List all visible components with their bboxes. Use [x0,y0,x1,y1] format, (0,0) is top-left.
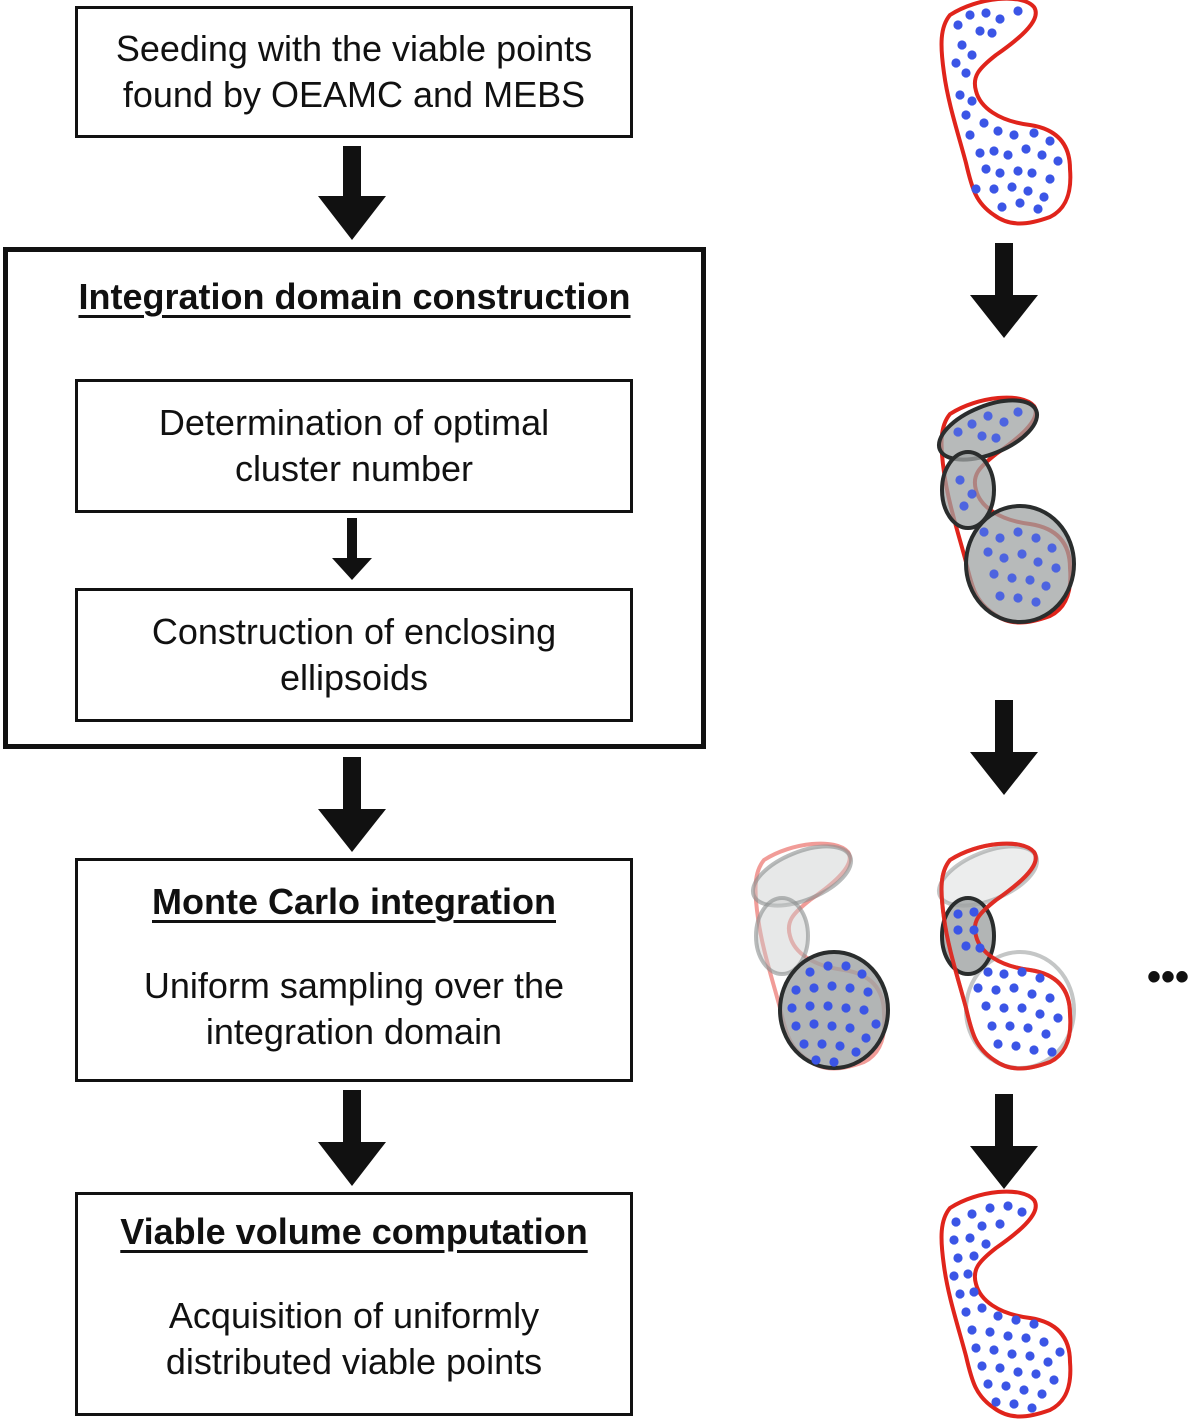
arrow-right-col-1 [970,243,1038,338]
seed-points [951,6,1063,214]
continuation-ellipsis: ••• [1147,955,1189,999]
monte-carlo-line2: integration domain [205,1011,503,1052]
viable-volume-illustration [939,1189,1073,1419]
flow-arrows-left [318,146,386,1186]
monte-carlo-line1: Uniform sampling over the [143,965,565,1006]
sampling-illustration-1 [750,841,890,1071]
viable-volume-line2: distributed viable points [165,1341,543,1382]
enclosing-ellipsoids [936,398,1076,624]
arrow-down-1 [318,146,386,240]
flow-arrows-right [970,243,1038,1189]
integration-domain-heading-box: Integration domain construction [8,262,701,332]
viable-volume-box: Viable volume computation Acquisition of… [75,1192,633,1416]
monte-carlo-box: Monte Carlo integration Uniform sampling… [75,858,633,1082]
viable-volume-line1: Acquisition of uniformly [168,1295,540,1336]
ellipsoid-cover-illustration [936,395,1076,625]
seeding-box: Seeding with the viable points found by … [75,6,633,138]
uniform-viable-points [949,1201,1065,1413]
ellipsoids-line1: Construction of enclosing [151,611,557,652]
ellipsoids-box: Construction of enclosing ellipsoids [75,588,633,722]
ellipsoid-2 [940,450,996,530]
arrow-right-col-2 [970,700,1038,795]
cluster-number-box: Determination of optimal cluster number [75,379,633,513]
seeded-region-illustration [939,0,1073,226]
arrow-down-4 [318,1090,386,1186]
cluster-number-line2: cluster number [234,448,474,489]
arrow-down-3 [318,757,386,852]
arrow-right-col-3 [970,1094,1038,1189]
integration-domain-group [3,247,706,749]
faded-ellipsoids [750,844,854,976]
integration-domain-heading: Integration domain construction [78,276,631,317]
cluster-number-line1: Determination of optimal [158,402,550,443]
seeding-text-line1: Seeding with the viable points [115,28,593,69]
uniform-samples-2 [953,907,1063,1057]
sampling-illustration-2 [936,841,1076,1071]
arrow-down-2 [332,518,372,580]
ellipsoid-1 [936,398,1040,462]
ellipsoid-3 [964,504,1076,624]
uniform-samples-1 [787,961,881,1067]
seeding-text-line2: found by OEAMC and MEBS [122,74,586,115]
active-ellipsoid [778,950,890,1070]
cluster-points [953,407,1061,607]
monte-carlo-heading: Monte Carlo integration [152,881,556,922]
viable-volume-heading: Viable volume computation [120,1211,588,1252]
ellipsoids-line2: ellipsoids [279,657,429,698]
